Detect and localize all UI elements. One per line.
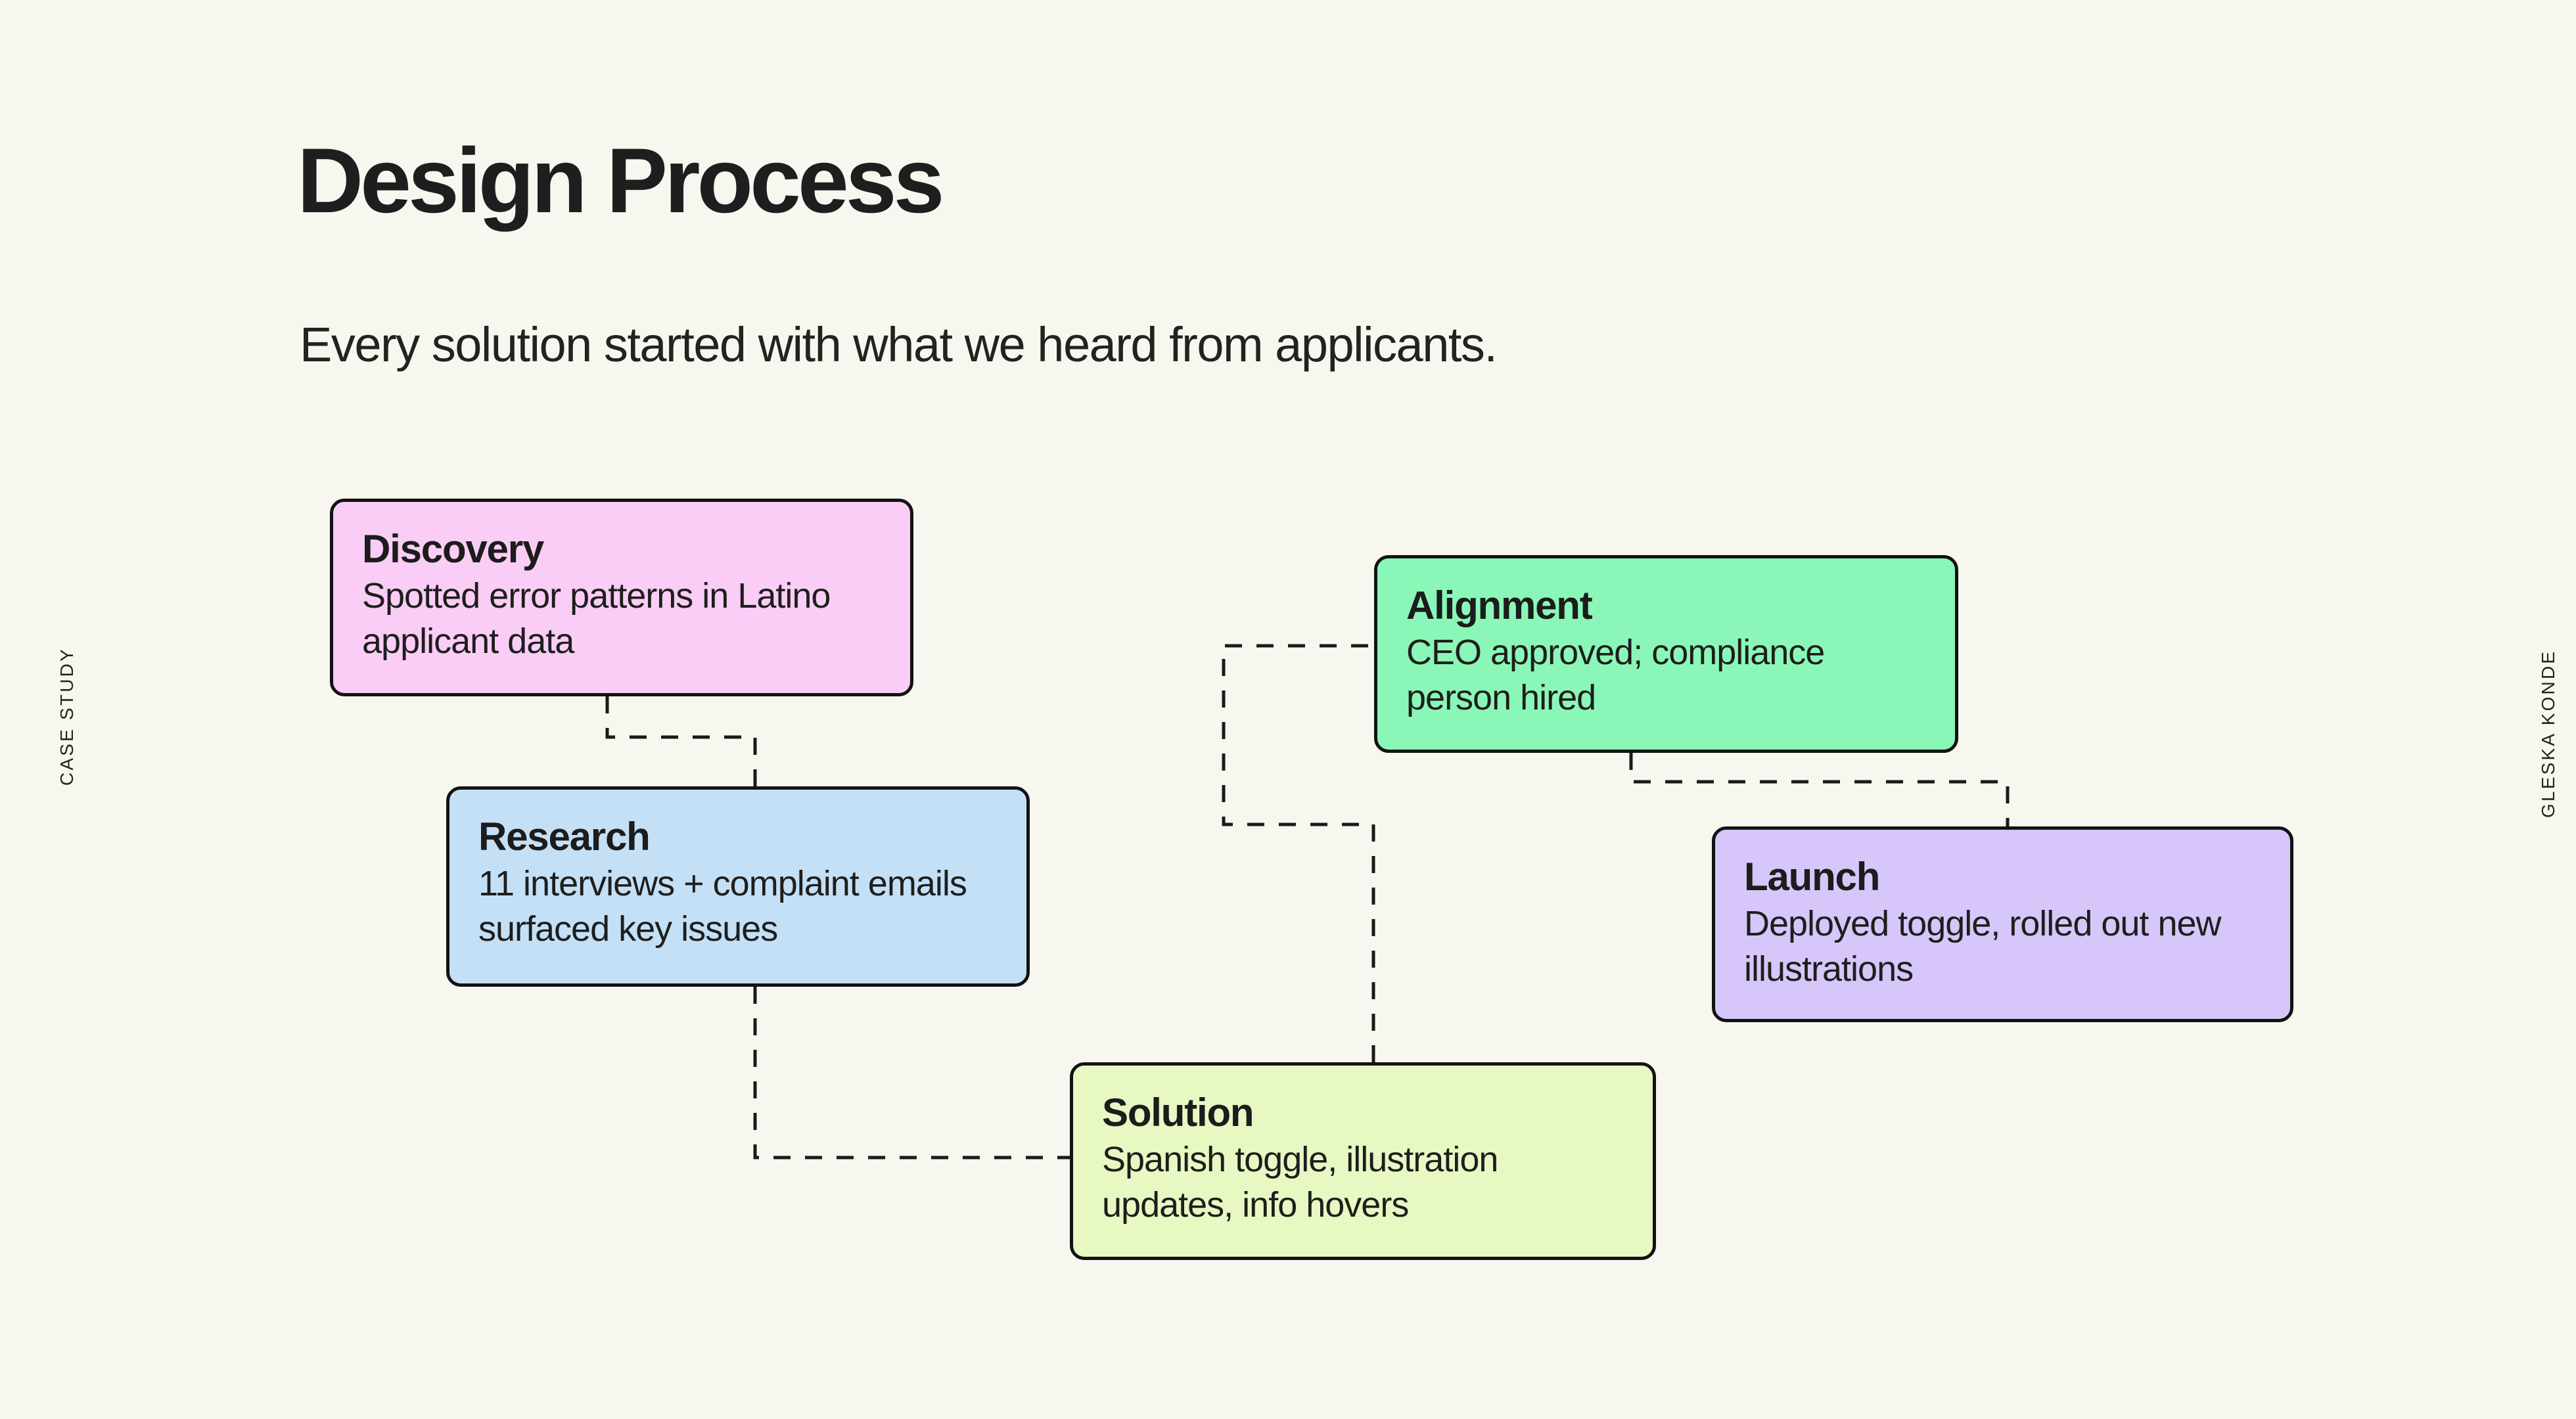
flow-card-body: Spotted error patterns in Latino applica… [362,576,831,662]
brand-rail-label: GLESKA KONDE [2538,649,2558,818]
flow-card-title: Discovery [362,527,544,571]
flow-card-title: Research [478,815,651,859]
case-study-rail-label: CASE STUDY [57,647,77,786]
flow-card-title: Alignment [1406,583,1593,627]
connector-solution-to-alignment [1222,644,1375,1062]
page-title: Design Process [297,129,944,232]
flow-card-title: Launch [1744,855,1880,899]
flow-card-body: Spanish toggle, illustration updates, in… [1102,1140,1498,1225]
connector-discovery-to-research [605,696,757,786]
flow-card-title: Solution [1102,1091,1254,1135]
connector-research-to-solution [753,987,1070,1160]
flow-card-body: Deployed toggle, rolled out new illustra… [1744,904,2222,989]
flow-card-body: CEO approved; compliance person hired [1406,633,1825,718]
page-subtitle: Every solution started with what we hear… [300,317,1498,372]
flow-card-research[interactable]: Research 11 interviews + complaint emails… [446,786,1030,987]
flow-card-body: 11 interviews + complaint emails surface… [478,864,967,949]
connector-alignment-to-launch [1629,753,2010,826]
